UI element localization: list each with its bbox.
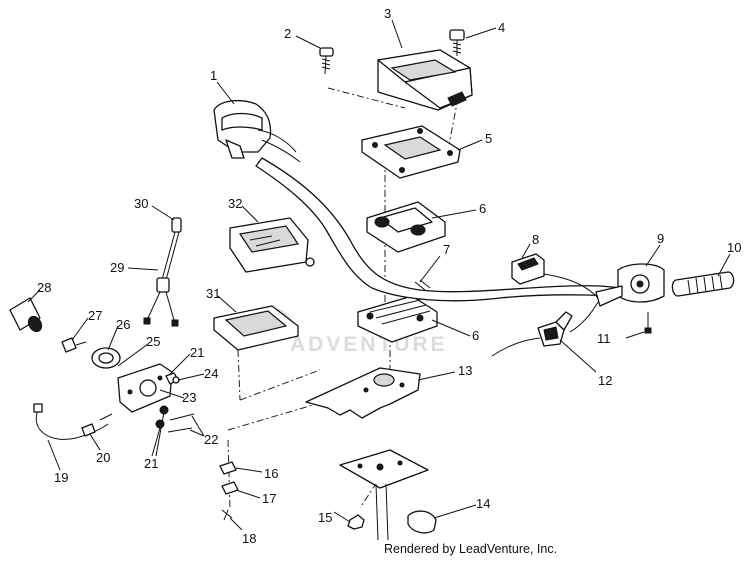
callout-15: 15 — [318, 510, 332, 525]
callout-13: 13 — [458, 363, 472, 378]
callout-12: 12 — [598, 373, 612, 388]
part-28-cylinder — [9, 297, 43, 333]
callout-20: 20 — [96, 450, 110, 465]
callout-18: 18 — [242, 531, 256, 546]
callout-10: 10 — [727, 240, 741, 255]
callout-19: 19 — [54, 470, 68, 485]
callout-29: 29 — [110, 260, 124, 275]
callout-14: 14 — [476, 496, 490, 511]
callout-6-upper: 6 — [479, 201, 486, 216]
part-8-switch-housing — [511, 253, 601, 301]
callout-9: 9 — [657, 231, 664, 246]
callout-17: 17 — [262, 491, 276, 506]
part-7-handlebar — [255, 157, 641, 302]
part-16-17-18-clips — [219, 461, 239, 521]
part-5-mounting-plate — [361, 125, 461, 179]
part-6-upper-clamp — [366, 201, 446, 253]
callout-21-lower: 21 — [144, 456, 158, 471]
part-11-screw — [644, 312, 652, 334]
callout-3: 3 — [384, 6, 391, 21]
callout-31: 31 — [206, 286, 220, 301]
callout-23: 23 — [182, 390, 196, 405]
part-19-20-cable — [33, 403, 113, 440]
part-2-screw — [319, 47, 334, 75]
callout-28: 28 — [37, 280, 51, 295]
part-31-tray — [213, 305, 299, 351]
part-3-box-cover — [377, 49, 473, 111]
callout-numbers: 1 2 3 4 5 6 6 7 8 9 10 11 12 13 14 15 16… — [37, 6, 741, 546]
part-26-ring — [91, 347, 121, 369]
callout-24: 24 — [204, 366, 218, 381]
callout-8: 8 — [532, 232, 539, 247]
callout-16: 16 — [264, 466, 278, 481]
part-23-bracket-plate — [117, 363, 173, 413]
callout-32: 32 — [228, 196, 242, 211]
callout-22: 22 — [204, 432, 218, 447]
callout-2: 2 — [284, 26, 291, 41]
callout-26: 26 — [116, 317, 130, 332]
callout-7: 7 — [443, 242, 450, 257]
callout-21-upper: 21 — [190, 345, 204, 360]
part-plate-and-post — [339, 449, 437, 541]
callout-30: 30 — [134, 196, 148, 211]
watermark-text: ADVENTURE — [290, 333, 448, 356]
part-12-switch — [491, 301, 599, 357]
callout-5: 5 — [485, 131, 492, 146]
callout-4: 4 — [498, 20, 505, 35]
part-10-grip — [671, 271, 735, 297]
credit-text: Rendered by LeadVenture, Inc. — [384, 542, 557, 556]
callout-leaders — [27, 19, 731, 531]
part-13-bracket — [305, 367, 421, 419]
callout-25: 25 — [146, 334, 160, 349]
callout-6-lower: 6 — [472, 328, 479, 343]
part-9-throttle-housing — [595, 263, 665, 307]
part-27-bolt — [61, 337, 87, 353]
callout-27: 27 — [88, 308, 102, 323]
part-4-screw — [449, 29, 465, 56]
callout-1: 1 — [210, 68, 217, 83]
part-32-speedometer — [229, 217, 315, 273]
callout-11: 11 — [597, 331, 611, 346]
part-29-30-cable — [143, 217, 182, 327]
part-1-left-control — [213, 99, 301, 163]
part-6-lower-clamp — [357, 295, 438, 343]
